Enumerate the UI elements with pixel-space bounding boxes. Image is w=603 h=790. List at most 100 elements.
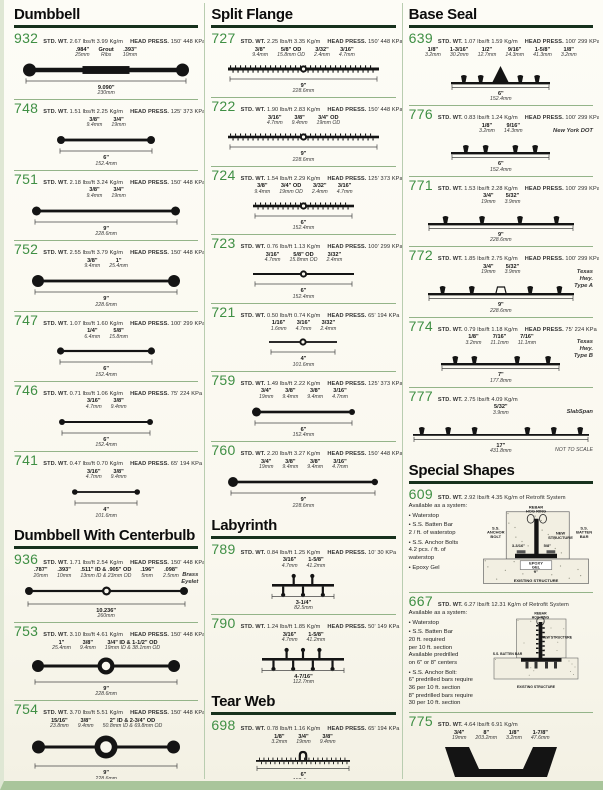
product-number: 774 xyxy=(408,317,433,334)
product-number: 723 xyxy=(211,235,236,252)
product-specs: STD. WT. 4.64 lbs/ft 6.91 Kg/m xyxy=(437,722,518,728)
section-title: Dumbbell xyxy=(14,3,199,28)
dimension-row: 5/32"3.9mm xyxy=(409,404,593,416)
dimension-label: 3/8"9.4mm xyxy=(86,187,103,199)
profile-diagram xyxy=(211,747,395,772)
product-number: 753 xyxy=(14,623,39,639)
dimension-label: 9"228.6mm xyxy=(95,296,117,308)
dimension-label: 7"177.8mm xyxy=(490,372,512,384)
product-number: 790 xyxy=(211,615,236,631)
width-dimension: 4"101.6mm xyxy=(14,507,198,519)
product-number: 721 xyxy=(211,303,236,320)
dimension-label: 3/8"9.4mm xyxy=(307,388,324,400)
profile-diagram xyxy=(14,341,198,366)
dimension-label: 9"228.6mm xyxy=(95,685,117,698)
dimension-label: 1/8"3.2mm xyxy=(271,733,288,746)
dimension-label: 1/8"3.2mm xyxy=(560,46,577,59)
profile-diagram xyxy=(14,412,198,436)
dimension-label: 6"152.4mm xyxy=(292,426,315,439)
product-specs: STD. WT. 6.27 lbs/ft 12.31 Kg/m of Retro… xyxy=(437,602,569,609)
width-dimension: 6"152.4mm xyxy=(14,437,198,449)
profile-diagram xyxy=(211,197,395,219)
dimension-label: 3/4"19mm xyxy=(296,733,311,746)
product-number: 771 xyxy=(408,176,433,193)
profile-diagram xyxy=(211,60,395,82)
profile-diagram xyxy=(14,731,198,769)
dimension-label: 1/2"12.7mm xyxy=(477,46,497,59)
product-number: 727 xyxy=(211,30,236,46)
dimension-label: .098"2.5mm xyxy=(162,567,179,579)
dimension-label: 3/8"9.4mm xyxy=(319,733,336,746)
dimension-label: 3/16"4.7mm xyxy=(338,46,355,59)
dimension-row: 1/8"3.2mm 3/4"19mm 3/8"9.4mm xyxy=(211,734,395,746)
profile-diagram xyxy=(409,60,593,90)
dimension-label: 1/8"3.2mm xyxy=(506,729,522,742)
dimension-label: 3/16"4.7mm xyxy=(281,631,298,644)
width-dimension: 6"152.4mm xyxy=(14,155,198,167)
svg-text:9": 9" xyxy=(534,569,538,574)
product-specs: STD. WT. 2.75 lbs/ft 4.09 Kg/m xyxy=(437,396,518,403)
dimension-label: 6"152.4mm xyxy=(95,155,117,167)
width-dimension: 9"228.6mm xyxy=(14,296,198,308)
system-note-line: • Waterstop xyxy=(408,512,439,519)
dimension-label: 3/4"19mm xyxy=(258,388,274,400)
width-dimension: 6"152.4mm xyxy=(409,161,593,173)
width-dimension: 3-1/4"82.5mm xyxy=(211,600,395,612)
